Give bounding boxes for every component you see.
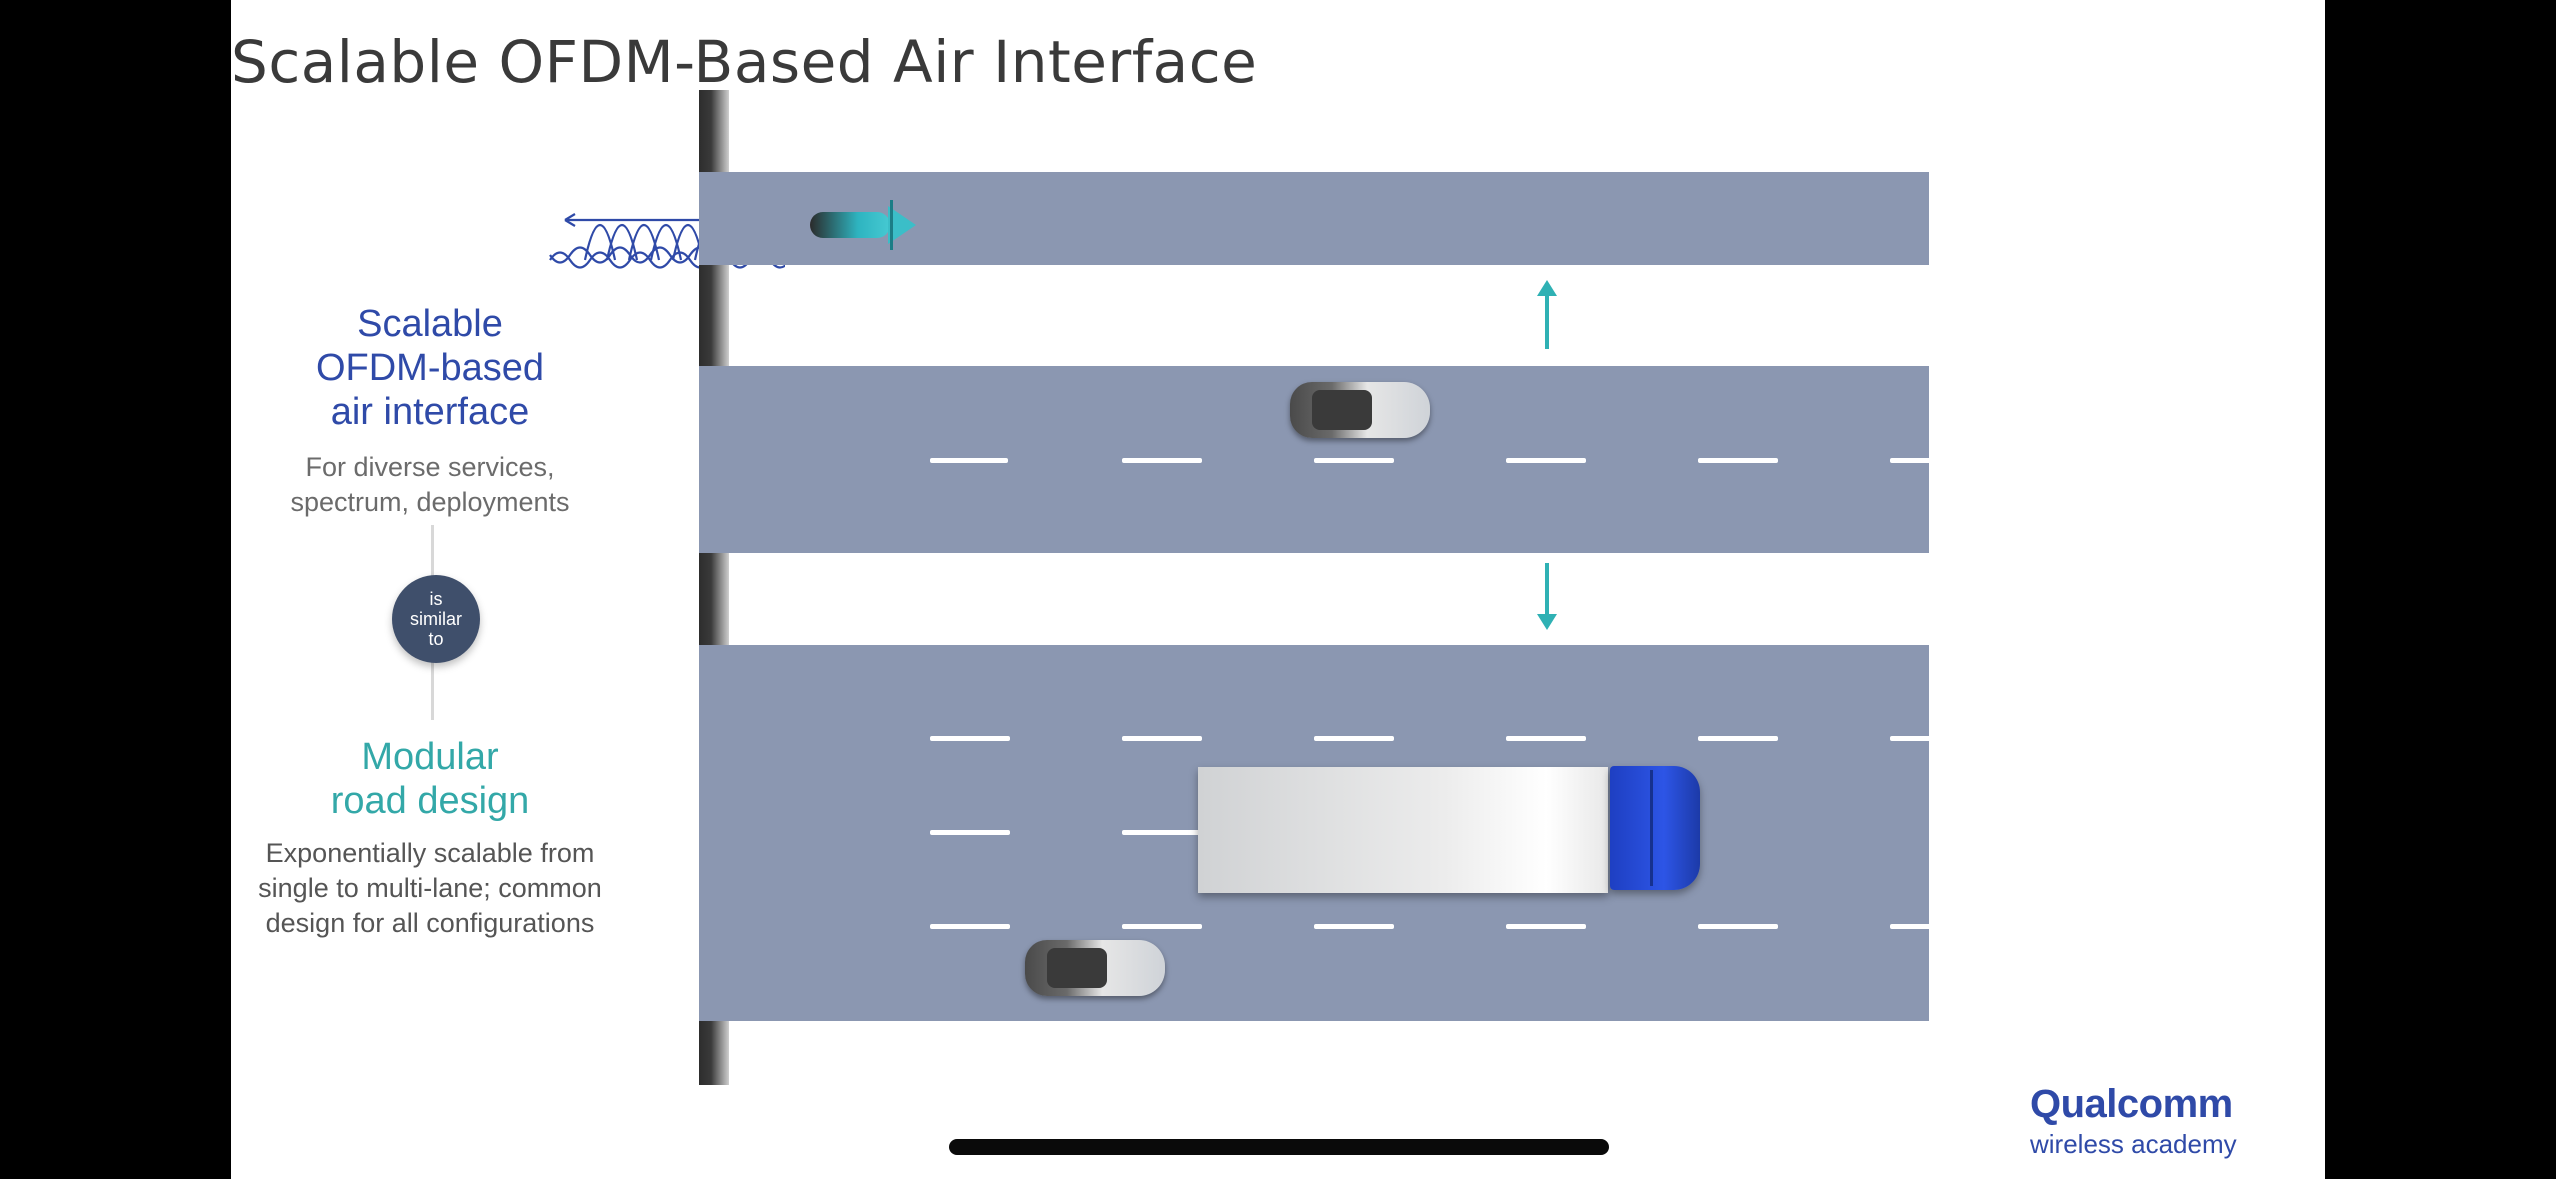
lane-dash xyxy=(1314,924,1394,929)
lane-dash xyxy=(1122,736,1202,741)
car-icon xyxy=(1290,382,1430,438)
truck-cab-icon xyxy=(1610,766,1700,890)
road-heading: Modular road design xyxy=(200,735,660,823)
lane-dash xyxy=(1122,924,1202,929)
lane-dash xyxy=(1506,736,1586,741)
logo-brand: Qualcomm xyxy=(2030,1082,2233,1126)
lane-dash xyxy=(2082,830,2162,835)
lane-dash xyxy=(1698,458,1778,463)
qualcomm-logo: Qualcomm wireless academy xyxy=(2030,1082,2237,1160)
lane-dash xyxy=(2082,458,2162,463)
lane-dash xyxy=(1698,924,1778,929)
lane-dash xyxy=(1122,830,1202,835)
logo-tagline: wireless academy xyxy=(2030,1129,2237,1159)
slide-title: Scalable OFDM-Based Air Interface xyxy=(231,28,1258,96)
truck-trailer-icon xyxy=(1198,767,1608,893)
badge-line-3: to xyxy=(428,629,444,649)
lane-dash xyxy=(1506,458,1586,463)
road-subtext: Exponentially scalable from single to mu… xyxy=(200,836,660,941)
lane-dash xyxy=(1890,924,1970,929)
road-subtext-line-2: single to multi-lane; common xyxy=(258,873,602,903)
ofdm-subtext: For diverse services, spectrum, deployme… xyxy=(200,450,660,520)
road-heading-line-1: Modular xyxy=(361,736,499,778)
similarity-badge: is similar to xyxy=(392,575,480,663)
home-indicator-bar[interactable] xyxy=(949,1139,1609,1155)
lane-dash xyxy=(1314,736,1394,741)
lane-dash xyxy=(930,924,1010,929)
arrow-shaft xyxy=(1545,563,1549,618)
lane-dash xyxy=(930,830,1010,835)
arrow-up-icon xyxy=(1537,280,1557,296)
badge-line-1: is xyxy=(429,589,443,609)
ofdm-subtext-line-1: For diverse services, xyxy=(305,452,555,482)
connector-line-top xyxy=(431,525,434,580)
ofdm-heading-line-3: air interface xyxy=(330,391,530,433)
lane-dash xyxy=(930,458,1008,463)
motorcycle-icon xyxy=(810,200,930,250)
connector-line-bottom xyxy=(431,660,434,720)
lane-dash xyxy=(2082,924,2162,929)
ofdm-heading: Scalable OFDM-based air interface xyxy=(200,302,660,434)
lane-dash xyxy=(1314,458,1394,463)
arrow-shaft xyxy=(1545,294,1549,349)
lane-dash xyxy=(1122,458,1202,463)
lane-dash xyxy=(1890,458,1970,463)
ofdm-heading-line-1: Scalable xyxy=(357,303,503,345)
road-heading-line-2: road design xyxy=(330,780,530,822)
ofdm-subtext-line-2: spectrum, deployments xyxy=(290,487,570,517)
lane-dash xyxy=(930,736,1010,741)
arrow-down-icon xyxy=(1537,614,1557,630)
lane-dash xyxy=(2082,736,2162,741)
badge-line-2: similar xyxy=(410,609,462,629)
ofdm-heading-line-2: OFDM-based xyxy=(315,347,545,389)
lane-dash xyxy=(1698,736,1778,741)
car-icon xyxy=(1025,940,1165,996)
road-subtext-line-3: design for all configurations xyxy=(265,908,595,938)
lane-dash xyxy=(1890,736,1970,741)
road-subtext-line-1: Exponentially scalable from xyxy=(265,838,595,868)
lane-dash xyxy=(1506,924,1586,929)
